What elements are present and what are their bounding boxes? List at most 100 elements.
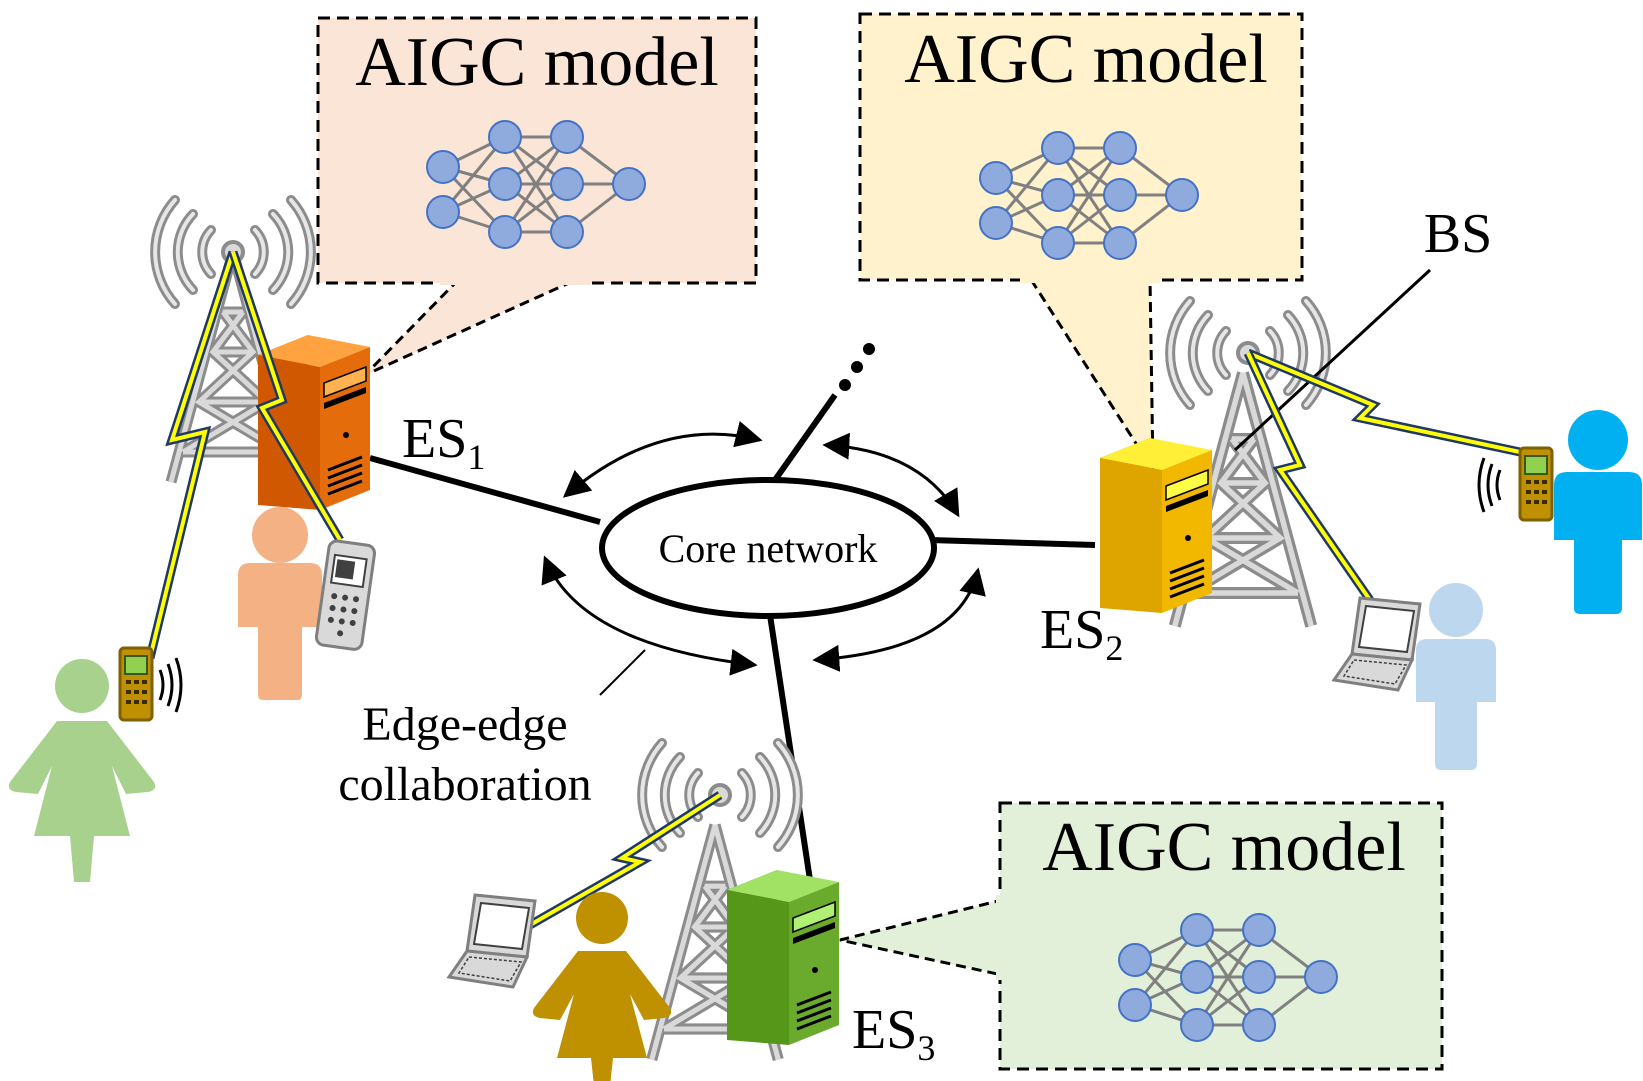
user-peach bbox=[238, 507, 322, 700]
nn-node bbox=[1041, 131, 1075, 165]
arrow-bottom-left bbox=[541, 555, 758, 676]
nn-node bbox=[1041, 178, 1075, 212]
server-vent bbox=[796, 1014, 832, 1031]
user-gold-woman bbox=[532, 892, 672, 1081]
callout-join bbox=[440, 276, 590, 285]
link-es1-core bbox=[369, 455, 601, 525]
server-vent bbox=[327, 471, 363, 488]
es2-label: ES2 bbox=[1040, 599, 1123, 668]
more-dots bbox=[839, 343, 875, 391]
flip-phone-device bbox=[314, 539, 377, 651]
nn-edge bbox=[503, 136, 569, 233]
server-led bbox=[812, 967, 818, 973]
callout-join bbox=[996, 895, 1005, 980]
server-slot bbox=[1166, 490, 1208, 512]
nn-node bbox=[1242, 1008, 1276, 1042]
server-slot bbox=[793, 922, 835, 944]
nn-node bbox=[1242, 913, 1276, 947]
neural-net-icon bbox=[1118, 913, 1338, 1042]
nn-edge bbox=[1056, 147, 1122, 244]
server-vent bbox=[1169, 566, 1205, 583]
lightning-link bbox=[145, 250, 238, 660]
phone-device bbox=[118, 646, 154, 722]
model-box-bg bbox=[316, 16, 758, 285]
dot bbox=[863, 343, 875, 355]
link-es3-core bbox=[767, 614, 813, 881]
user-green-woman bbox=[8, 659, 156, 882]
nn-edge bbox=[1195, 929, 1261, 1026]
callout-tail bbox=[839, 898, 1004, 977]
user-blue bbox=[1554, 410, 1642, 614]
server-vent bbox=[796, 1006, 832, 1023]
collaboration-line1: Edge-edge bbox=[362, 698, 567, 751]
model-label: AIGC model bbox=[904, 21, 1268, 98]
nn-node bbox=[488, 120, 522, 154]
nn-node bbox=[1041, 226, 1075, 260]
model-box-1: AIGC model bbox=[316, 16, 758, 377]
nn-node bbox=[488, 215, 522, 249]
nn-node bbox=[1180, 1008, 1214, 1042]
core-network: Core network bbox=[599, 477, 937, 619]
server-vent bbox=[1169, 574, 1205, 591]
nn-node bbox=[488, 167, 522, 201]
es1-label: ES1 bbox=[402, 408, 485, 477]
edge-server-2 bbox=[1100, 438, 1212, 613]
server-vent bbox=[796, 998, 832, 1015]
edge-server-3 bbox=[727, 870, 839, 1045]
server-slot bbox=[324, 387, 366, 409]
server-body bbox=[1100, 458, 1162, 613]
server-vent bbox=[327, 479, 363, 496]
nn-node bbox=[1103, 178, 1137, 212]
dot bbox=[839, 379, 851, 391]
server-led bbox=[1185, 535, 1191, 541]
collaboration-arrows bbox=[541, 421, 986, 676]
es3-label: ES3 bbox=[852, 999, 935, 1068]
neural-net-icon bbox=[426, 120, 646, 249]
lightning-link bbox=[228, 250, 344, 543]
dot bbox=[851, 361, 863, 373]
nn-node bbox=[1304, 960, 1338, 994]
server-vent bbox=[1169, 558, 1205, 575]
lightning-link bbox=[1246, 348, 1521, 457]
laptop-device bbox=[1331, 596, 1422, 692]
server-vent bbox=[1169, 582, 1205, 599]
lightning-link bbox=[527, 791, 723, 929]
nn-node bbox=[1180, 913, 1214, 947]
lightning-link bbox=[1243, 351, 1374, 603]
wireless-links bbox=[145, 250, 1521, 929]
link-more-core bbox=[772, 393, 838, 482]
server-top bbox=[1100, 438, 1212, 470]
nn-node bbox=[1103, 131, 1137, 165]
server-vent bbox=[327, 455, 363, 472]
core-links bbox=[369, 393, 1096, 881]
arrow-top-right bbox=[822, 432, 960, 518]
server-body bbox=[727, 890, 789, 1045]
nn-node bbox=[979, 161, 1013, 195]
nn-node bbox=[550, 120, 584, 154]
model-label: AIGC model bbox=[1042, 809, 1406, 886]
server-drive bbox=[323, 365, 367, 399]
signal-waves-icon bbox=[158, 457, 1502, 713]
callout-join bbox=[1020, 274, 1160, 283]
server-top bbox=[727, 870, 839, 902]
model-box-2: AIGC model bbox=[858, 12, 1304, 476]
server-top bbox=[258, 335, 370, 367]
server-vent bbox=[796, 990, 832, 1007]
nn-node bbox=[1242, 960, 1276, 994]
core-network-label: Core network bbox=[659, 526, 878, 571]
server-drive bbox=[792, 900, 836, 934]
nn-node bbox=[1180, 960, 1214, 994]
user-lightblue bbox=[1416, 583, 1496, 770]
arrow-bottom-right bbox=[812, 567, 986, 672]
server-led bbox=[343, 432, 349, 438]
nn-node bbox=[1118, 988, 1152, 1022]
nn-node bbox=[979, 206, 1013, 240]
neural-net-icon bbox=[979, 131, 1199, 260]
server-drive bbox=[1165, 468, 1209, 502]
model-label: AIGC model bbox=[355, 24, 719, 101]
nn-node bbox=[426, 150, 460, 184]
nn-node bbox=[550, 167, 584, 201]
bs-pointer bbox=[1233, 268, 1432, 452]
nn-node bbox=[1165, 178, 1199, 212]
callout-tail bbox=[363, 276, 581, 377]
